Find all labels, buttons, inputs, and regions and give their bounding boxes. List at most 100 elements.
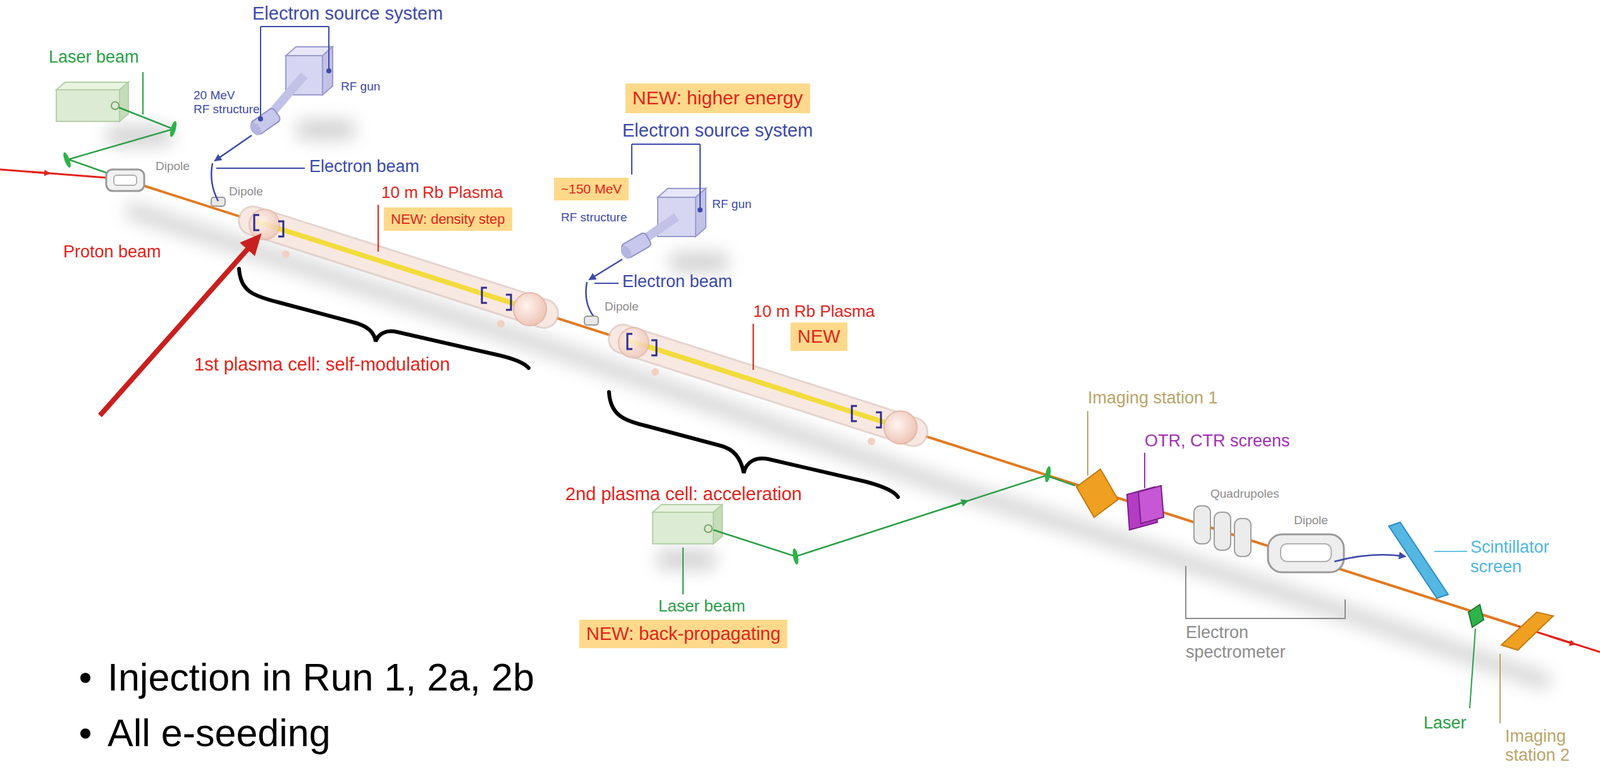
electron-source xyxy=(584,144,706,326)
part-label: 10 m Rb Plasma xyxy=(753,302,875,322)
part-label: Dipole xyxy=(228,184,264,199)
electron-source xyxy=(247,120,264,138)
part-label: Laser beam xyxy=(48,47,140,68)
laser-symbol xyxy=(119,82,129,122)
diagnostics xyxy=(1076,469,1119,518)
diagnostics xyxy=(1076,411,1554,724)
laser-symbol xyxy=(682,547,684,595)
laser-symbol xyxy=(56,82,129,90)
highlight-box: NEW: back-propagating xyxy=(579,619,788,649)
part-label: Electron source system xyxy=(622,120,813,142)
beam-line xyxy=(1549,636,1575,645)
part-label: OTR, CTR screens xyxy=(1144,431,1291,451)
bullet-dot xyxy=(80,672,91,739)
plasma-cell xyxy=(513,292,547,326)
part-label: RF structure xyxy=(560,210,628,225)
part-label: Dipole xyxy=(604,299,639,314)
part-label: RF structure xyxy=(193,102,260,117)
part-label: Electron source system xyxy=(252,3,443,25)
curly-brace xyxy=(609,392,899,498)
diagnostics xyxy=(1334,554,1406,562)
highlight-box: NEW: higher energy xyxy=(625,83,811,114)
plasma-cell xyxy=(622,338,914,432)
dipole-magnet xyxy=(106,169,145,191)
electron-source xyxy=(215,135,252,161)
diagnostics xyxy=(1388,522,1449,599)
box-text: ~150 MeV xyxy=(560,181,622,197)
electron-source xyxy=(586,282,596,318)
laser-symbol xyxy=(56,89,120,122)
diagnostics xyxy=(1185,566,1346,619)
electron-source xyxy=(326,68,332,74)
bullet-dot xyxy=(80,728,91,739)
diagnostics xyxy=(1193,505,1211,544)
diagnostics xyxy=(1234,518,1251,557)
laser-symbol xyxy=(791,548,800,566)
electron-source xyxy=(260,26,329,118)
electron-source xyxy=(216,167,305,169)
electron-source xyxy=(594,282,619,284)
plasma-cell xyxy=(282,250,290,259)
diagnostics xyxy=(1468,604,1484,628)
plasma-cell xyxy=(884,411,917,444)
part-label: All e-seeding xyxy=(107,710,331,756)
part-label: Quadrupoles xyxy=(1210,486,1280,501)
leader-line xyxy=(377,204,379,252)
diagnostics xyxy=(1501,612,1554,651)
part-label: 1st plasma cell: self-modulation xyxy=(194,354,451,376)
plasma-cell xyxy=(851,406,881,428)
part-label: 2nd plasma cell: acceleration xyxy=(565,483,802,505)
pointer-arrow xyxy=(99,246,250,416)
electron-source xyxy=(697,207,703,213)
laser-symbol xyxy=(652,512,714,544)
highlight-box: NEW xyxy=(790,322,848,351)
highlight-box: NEW: density step xyxy=(383,207,513,231)
electron-source xyxy=(618,244,634,261)
floor-shadow xyxy=(670,252,728,272)
plasma-cell xyxy=(627,333,657,356)
pointer-arrow xyxy=(99,246,250,416)
leader-line xyxy=(752,323,754,370)
box-text: NEW: higher energy xyxy=(632,87,804,110)
part-label: 20 MeV xyxy=(193,88,235,103)
highlight-box: ~150 MeV xyxy=(553,177,629,201)
diagnostics xyxy=(1434,550,1468,553)
part-label: Imaging station 2 xyxy=(1505,727,1582,765)
plasma-cell xyxy=(256,221,542,313)
diagnostics xyxy=(1499,653,1501,724)
part-label: 10 m Rb Plasma xyxy=(381,183,503,203)
part-label: Dipole xyxy=(155,159,190,174)
box-text: NEW: density step xyxy=(390,211,506,228)
dipole-magnet xyxy=(106,169,226,207)
electron-source xyxy=(258,116,264,122)
bullet-dot xyxy=(80,672,91,684)
diagnostics xyxy=(1267,534,1344,573)
laser-symbol xyxy=(168,120,178,138)
beam-line xyxy=(0,169,1600,653)
plasma-cell xyxy=(622,338,914,432)
part-label: Laser xyxy=(1423,713,1467,733)
diagnostics xyxy=(1138,485,1164,524)
electron-source xyxy=(589,259,623,280)
plasma-cell xyxy=(481,287,511,310)
diagnostics xyxy=(1469,628,1476,709)
dipole-magnet xyxy=(211,197,226,207)
diagnostics xyxy=(1087,411,1089,476)
part-label: Electron spectrometer xyxy=(1185,622,1286,663)
box-text: NEW xyxy=(797,326,841,348)
part-label: Scintillator screen xyxy=(1470,537,1550,577)
floor-shadow xyxy=(657,550,715,570)
plasma-cell xyxy=(252,220,544,314)
curly-brace xyxy=(239,268,899,498)
plasma-cell xyxy=(618,327,917,446)
plasma-cell xyxy=(252,220,544,314)
part-label: Electron beam xyxy=(309,156,420,177)
part-label: RF gun xyxy=(340,79,381,94)
laser-symbol xyxy=(142,72,144,115)
electron-source xyxy=(584,316,599,326)
plasma-cell xyxy=(618,327,649,358)
part-label: Electron beam xyxy=(622,271,733,292)
beam-line xyxy=(122,178,1518,627)
laser-symbol xyxy=(704,524,713,533)
